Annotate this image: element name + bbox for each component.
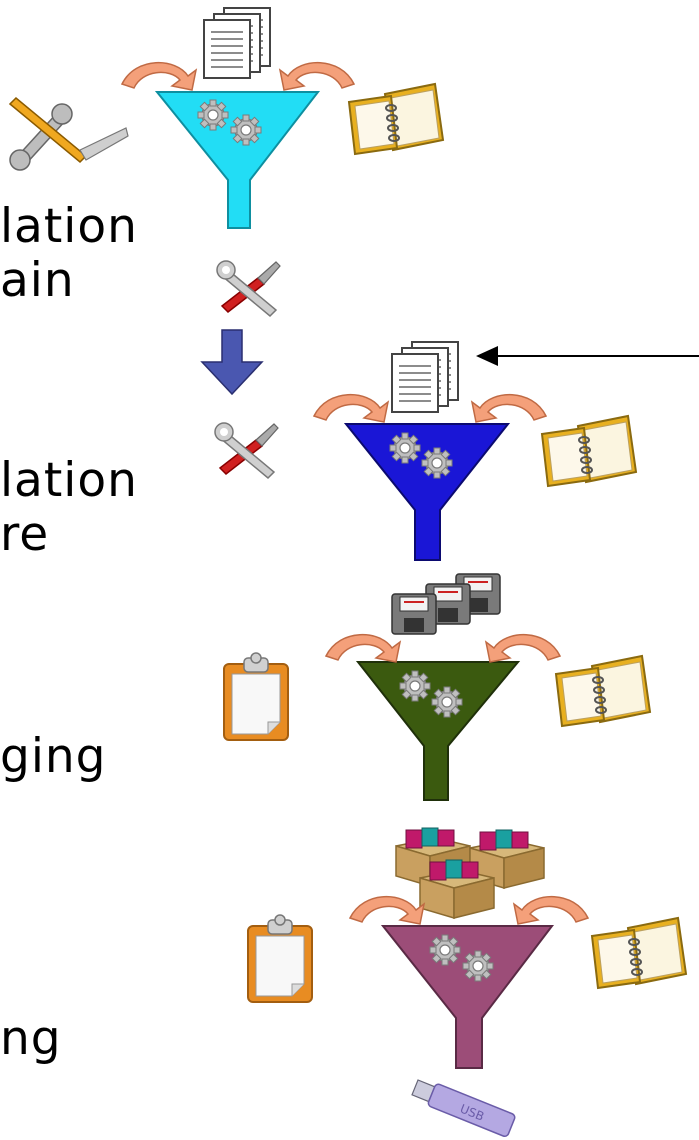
stage2-label-line1: lation (0, 453, 138, 508)
stage3-funnel (355, 661, 521, 801)
pointer-arrow (476, 346, 699, 366)
curved-arrow-right-icon (471, 393, 547, 423)
floppy-disk-icon (391, 573, 501, 635)
stage1-label-line2: ain (0, 253, 75, 308)
clipboard-icon (223, 652, 289, 741)
gear-icon (197, 99, 229, 131)
curved-arrow-left-icon (349, 895, 425, 925)
gear-icon (399, 670, 431, 702)
usb-stick-icon: USB (411, 1079, 516, 1138)
curved-arrow-right-icon (279, 61, 355, 91)
wrench-screwdriver-icon (214, 422, 279, 479)
book-icon (541, 415, 637, 487)
book-icon (591, 917, 687, 989)
wrench-screwdriver-icon (8, 96, 129, 171)
gear-icon (389, 432, 421, 464)
gear-icon (431, 686, 463, 718)
stage2-funnel (343, 423, 511, 561)
stage4-funnel (380, 925, 555, 1069)
stage4-label: ng (0, 1011, 62, 1066)
down-arrow-icon (200, 329, 264, 396)
stage1-label-line1: lation (0, 199, 138, 254)
document-stack-icon (203, 7, 271, 79)
clipboard-icon (247, 914, 313, 1003)
document-stack-icon (391, 341, 459, 413)
curved-arrow-right-icon (485, 633, 561, 663)
gear-icon (230, 114, 262, 146)
gear-icon (421, 447, 453, 479)
curved-arrow-left-icon (325, 633, 401, 663)
stage3-label: ging (0, 729, 107, 784)
gear-icon (429, 934, 461, 966)
wrench-screwdriver-icon (216, 260, 281, 317)
stage2-label-line2: re (0, 507, 50, 562)
book-icon (348, 83, 444, 155)
package-boxes-icon (395, 827, 545, 919)
curved-arrow-left-icon (313, 393, 389, 423)
book-icon (555, 655, 651, 727)
curved-arrow-left-icon (121, 61, 197, 91)
gear-icon (462, 950, 494, 982)
stage1-funnel (154, 91, 321, 229)
curved-arrow-right-icon (513, 895, 589, 925)
